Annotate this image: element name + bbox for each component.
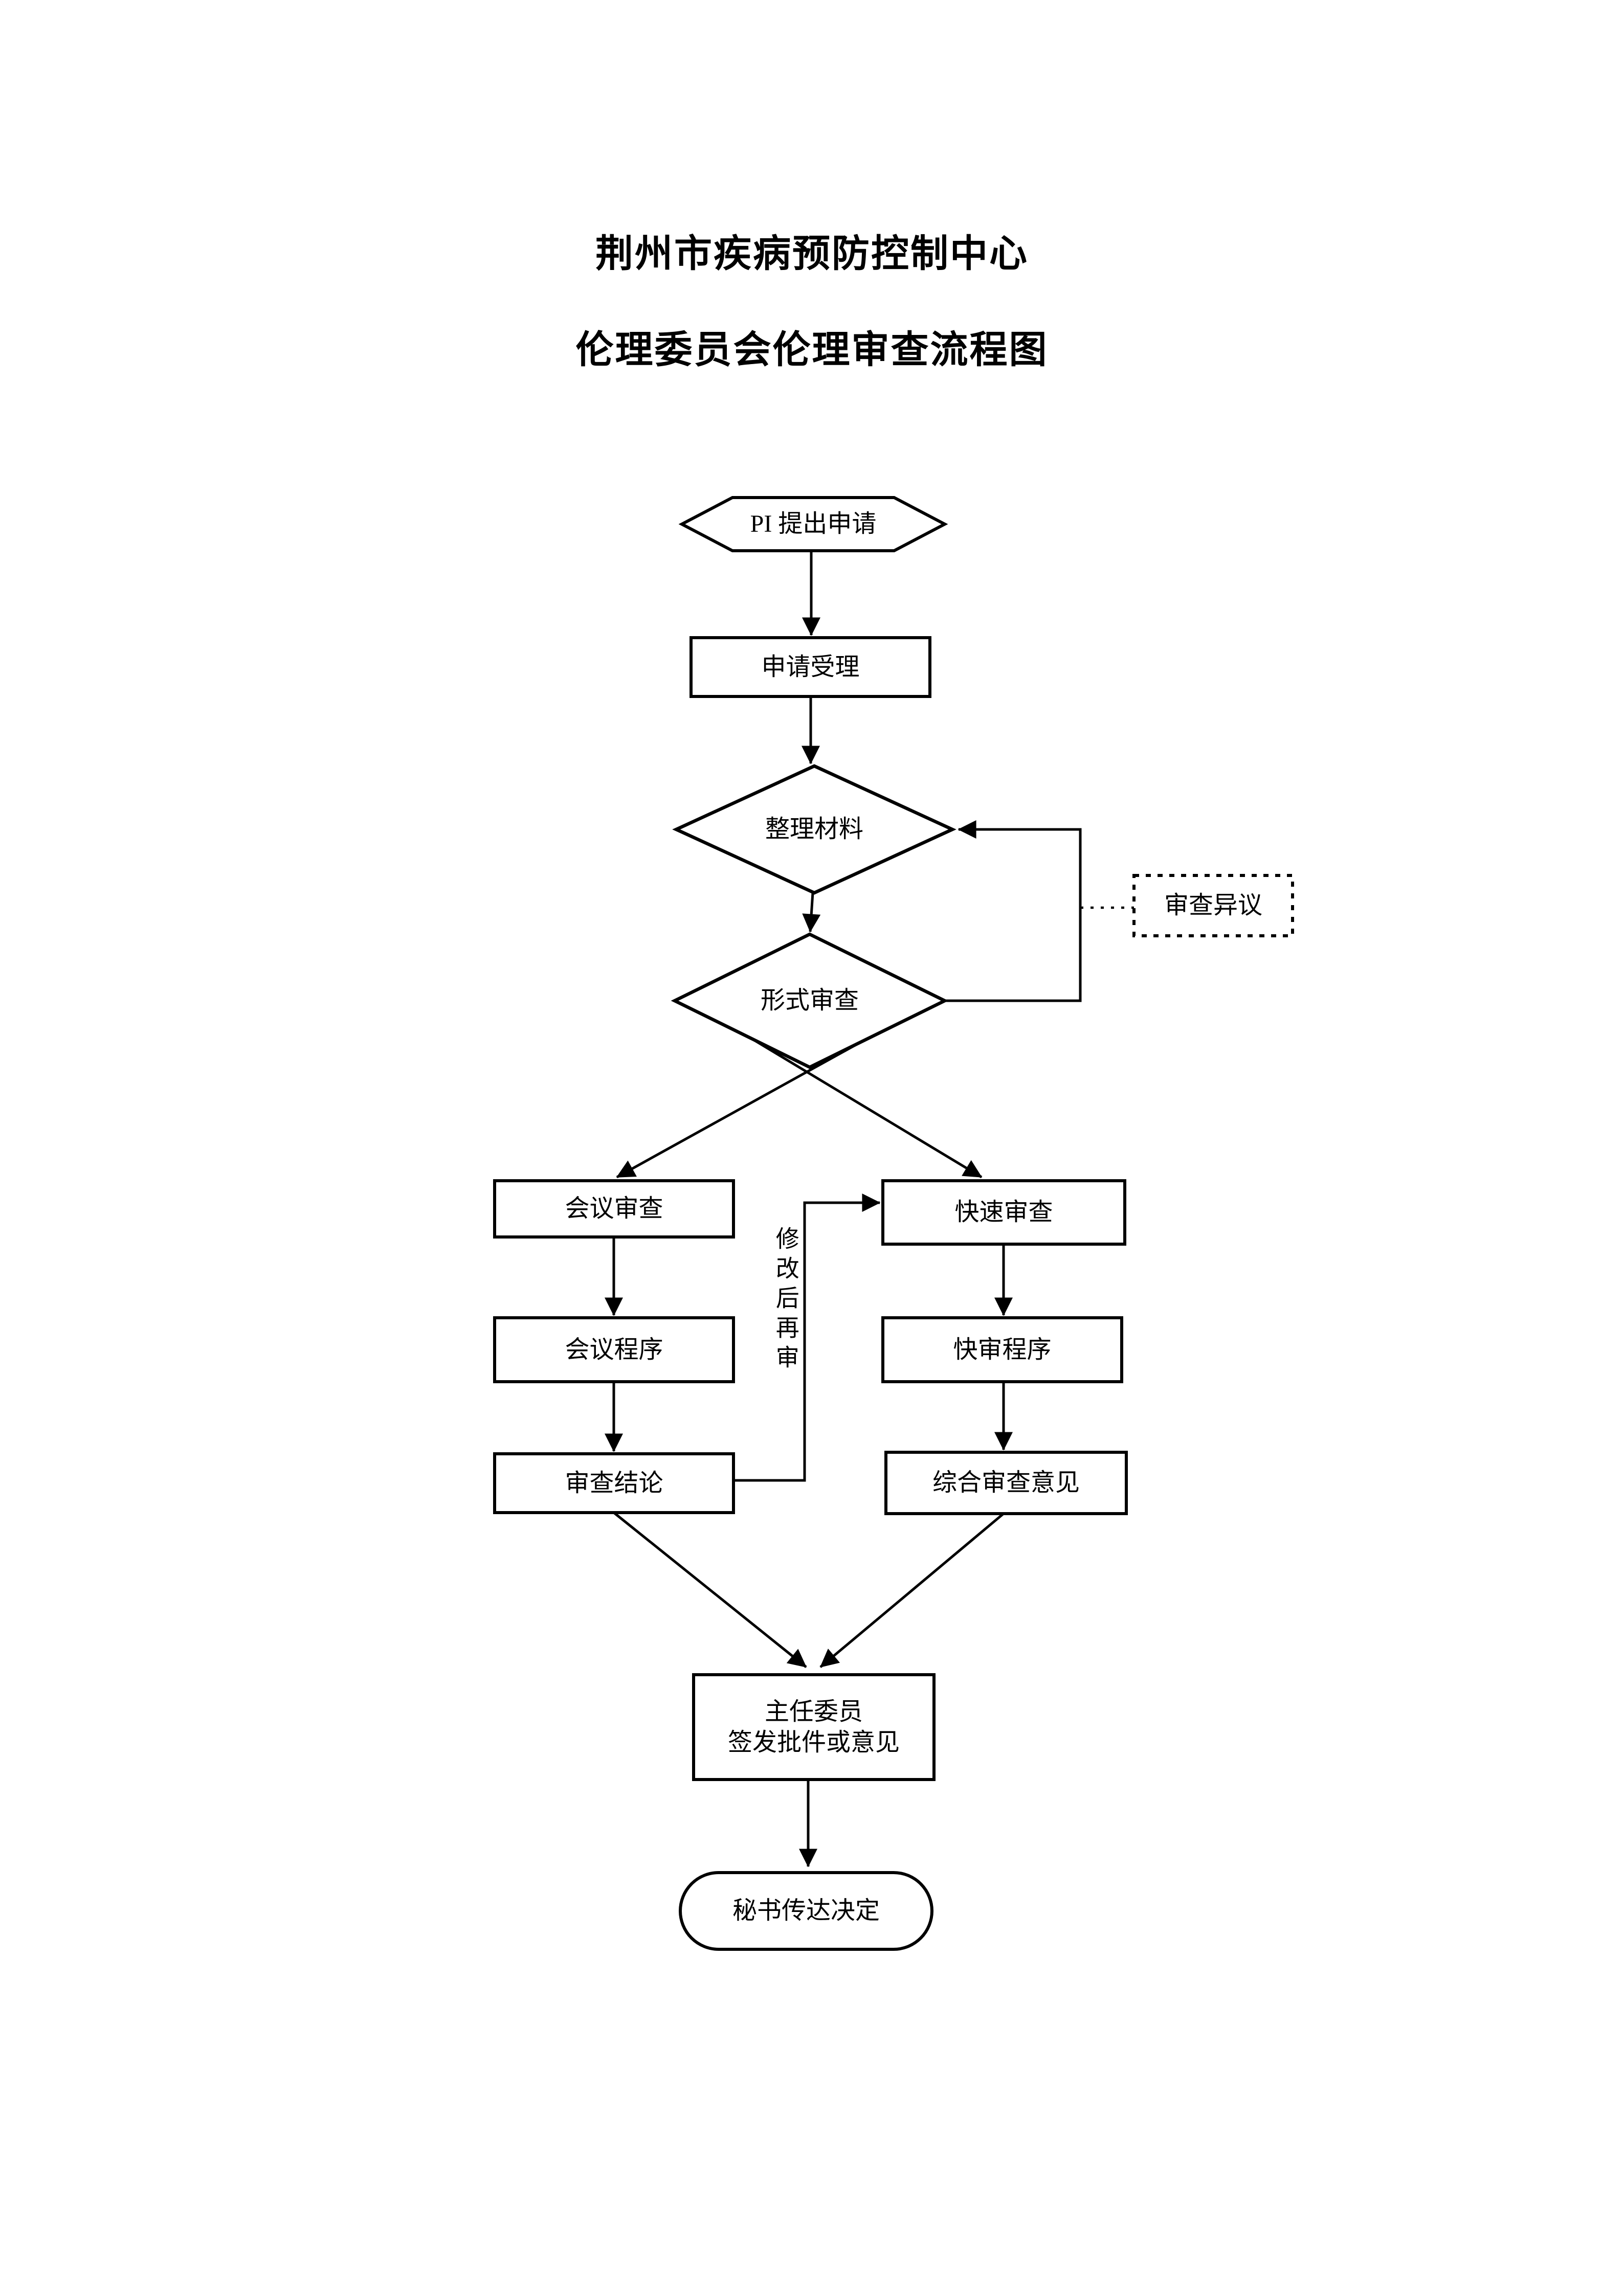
quick-review-label: 快速审查 — [954, 1199, 1053, 1226]
meeting-review-rect-shape — [493, 1179, 735, 1239]
formal-label: 形式审查 — [760, 987, 859, 1014]
meeting-procedure-label: 会议程序 — [565, 1336, 663, 1363]
quick-procedure-label: 快审程序 — [953, 1336, 1052, 1363]
formal-diamond-shape — [671, 932, 949, 1069]
edge-organize-to-formal — [802, 892, 821, 933]
chair-sign-label: 主任委员 签发批件或意见 — [694, 1675, 934, 1780]
organize-diamond-shape — [672, 764, 956, 895]
edge-conclusion-to-chair — [613, 1512, 807, 1668]
review-conclusion-label: 审查结论 — [565, 1469, 663, 1497]
chair-sign-rect-shape — [692, 1673, 936, 1781]
comprehensive-opinion-rect-shape — [884, 1451, 1128, 1515]
secretary-label: 秘书传达决定 — [732, 1897, 880, 1924]
accept-label: 申请受理 — [761, 653, 860, 681]
meeting-procedure-rect-shape — [493, 1316, 735, 1383]
quick-review-rect-shape — [881, 1179, 1126, 1246]
organize-label: 整理材料 — [765, 816, 863, 843]
review-conclusion-rect-shape — [493, 1452, 735, 1514]
chair-sign-label-line1: 主任委员 — [764, 1698, 863, 1725]
secretary-stadium-shape — [679, 1871, 933, 1951]
edge-formal-to-quick-review — [741, 1031, 983, 1179]
objection-dotted-rect-shape — [1132, 874, 1294, 937]
revise-resubmit-edge-label: 修改后再审 — [772, 1226, 799, 1375]
edge-conclusion-revise-to-quick-review — [733, 1194, 881, 1482]
accept-rect-shape — [689, 636, 931, 698]
page-title: 荆州市疾病预防控制中心 — [595, 232, 1029, 275]
objection-label: 审查异议 — [1164, 892, 1262, 919]
chair-sign-label-line2: 签发批件或意见 — [727, 1728, 900, 1756]
quick-procedure-rect-shape — [881, 1316, 1123, 1383]
meeting-review-label: 会议审查 — [565, 1195, 663, 1222]
start-hexagon-shape — [678, 496, 948, 552]
edge-opinion-to-chair — [819, 1513, 1005, 1668]
comprehensive-opinion-label: 综合审查意见 — [932, 1469, 1080, 1496]
page-subtitle: 伦理委员会伦理审查流程图 — [575, 328, 1049, 371]
edge-formal-loop-to-organize — [945, 820, 1082, 1002]
start-label: PI 提出申请 — [750, 510, 877, 537]
